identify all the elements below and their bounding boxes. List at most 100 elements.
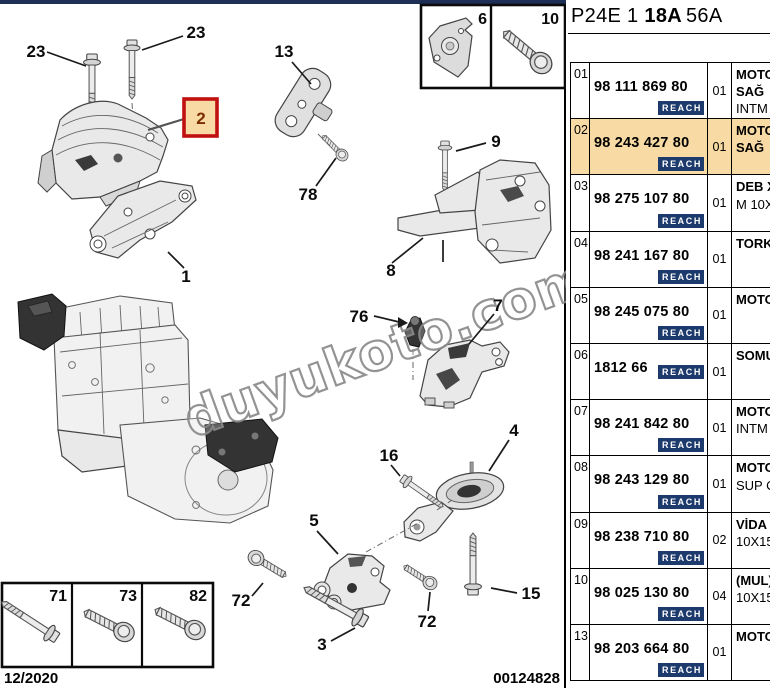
- inset-label-71: 71: [49, 588, 67, 605]
- qty-cell: 04: [708, 568, 732, 624]
- reach-badge[interactable]: REACH: [657, 663, 704, 678]
- description-line: SAĞ: [736, 84, 765, 100]
- inset-box-top: [419, 3, 566, 90]
- callout-2-highlight[interactable]: 2: [182, 97, 219, 138]
- callout-16[interactable]: 16: [380, 446, 399, 465]
- callout-4[interactable]: 4: [509, 421, 519, 440]
- description-line: MOTO: [736, 67, 770, 82]
- part-number: 98 238 710 80: [594, 528, 690, 545]
- mount-part2-group: [37, 39, 197, 259]
- reach-badge[interactable]: REACH: [657, 157, 704, 172]
- part-cell: 98 243 427 80 REACH: [590, 119, 708, 175]
- callout-23-right[interactable]: 23: [187, 23, 206, 42]
- callout-9[interactable]: 9: [491, 132, 500, 151]
- callout-23-left[interactable]: 23: [27, 42, 46, 61]
- reach-badge[interactable]: REACH: [657, 550, 704, 565]
- callout-3[interactable]: 3: [317, 635, 326, 654]
- reach-badge[interactable]: REACH: [657, 325, 704, 340]
- callout-13[interactable]: 13: [275, 42, 294, 61]
- description-cell: MOTO: [732, 625, 770, 680]
- description-line: TORK: [736, 235, 770, 251]
- part-number: 98 275 107 80: [594, 191, 690, 208]
- row-code: 05: [571, 287, 590, 343]
- description-line: MOTO: [736, 460, 770, 476]
- reach-badge[interactable]: REACH: [657, 269, 704, 284]
- callout-7[interactable]: 7: [493, 296, 502, 315]
- row-code: 08: [571, 456, 590, 512]
- row-code: 03: [571, 175, 590, 231]
- page-code-prefix: P24E 1: [571, 5, 639, 27]
- row-code: 04: [571, 231, 590, 287]
- table-row[interactable]: 05 98 245 075 80 REACH 01 MOTO: [571, 287, 770, 344]
- reach-badge[interactable]: REACH: [657, 213, 704, 228]
- reach-badge[interactable]: REACH: [657, 364, 704, 379]
- reach-badge[interactable]: REACH: [657, 101, 704, 116]
- callout-8[interactable]: 8: [386, 261, 395, 280]
- inset-label-10: 10: [541, 11, 559, 28]
- callout-1[interactable]: 1: [181, 267, 190, 286]
- part-number: 98 203 664 80: [594, 640, 690, 657]
- inset-box-bottom: [0, 581, 215, 669]
- part-cell: 98 238 710 80 REACH: [590, 512, 708, 568]
- callout-76[interactable]: 76: [350, 307, 369, 326]
- bracket-part13-group: [274, 67, 351, 164]
- callout-5[interactable]: 5: [309, 511, 318, 530]
- description-line: (MUL): [736, 572, 770, 588]
- diagram-date: 12/2020: [4, 670, 58, 687]
- reach-badge[interactable]: REACH: [657, 494, 704, 509]
- part-number: 98 025 130 80: [594, 584, 690, 601]
- table-row[interactable]: 10 98 025 130 80 REACH 04 (MUL)10X15: [571, 568, 770, 625]
- table-row[interactable]: 13 98 203 664 80 REACH 01 MOTO: [571, 624, 770, 682]
- page-code-suffix: 56A: [686, 5, 723, 27]
- parts-diagram-panel: duyukoto.com 23 23 13 78 9 1 8 76 7 4 16…: [0, 0, 566, 688]
- part-number: 98 241 167 80: [594, 247, 690, 264]
- description-cell: SOMU: [732, 344, 770, 399]
- part-number: 98 241 842 80: [594, 416, 690, 433]
- description-line: SUP C: [736, 477, 770, 493]
- reach-badge[interactable]: REACH: [657, 606, 704, 621]
- callout-78[interactable]: 78: [299, 185, 318, 204]
- page-code-section: 18A: [644, 5, 682, 27]
- callout-leaders: [46, 35, 518, 642]
- row-code: 10: [571, 568, 590, 624]
- qty-cell: 01: [708, 343, 732, 400]
- table-row[interactable]: 04 98 241 167 80 REACH 01 TORK: [571, 231, 770, 288]
- qty-cell: 01: [708, 624, 732, 681]
- callout-72-right[interactable]: 72: [418, 612, 437, 631]
- qty-cell: 02: [708, 512, 732, 568]
- qty-cell: 01: [708, 175, 732, 231]
- inset-label-73: 73: [119, 588, 137, 605]
- engine-bracket-right-dark: [204, 418, 279, 473]
- description-cell: DEB XM 10X: [732, 175, 770, 230]
- support-part8-group: [397, 140, 552, 264]
- description-line: M 10X: [736, 196, 770, 212]
- row-code: 06: [571, 343, 590, 400]
- part-cell: 98 203 664 80 REACH: [590, 624, 708, 681]
- torque-rod-part4-group: [397, 461, 505, 596]
- description-line: SAĞ: [736, 140, 765, 156]
- description-line: INTM: [736, 421, 768, 437]
- table-row[interactable]: 03 98 275 107 80 REACH 01 DEB XM 10X: [571, 175, 770, 232]
- part-cell: 98 111 869 80 REACH: [590, 63, 708, 119]
- row-code: 02: [571, 119, 590, 175]
- table-row[interactable]: 06 1812 66 REACH 01 SOMU: [571, 343, 770, 401]
- description-line: VİDA: [736, 516, 768, 532]
- callout-15[interactable]: 15: [522, 584, 541, 603]
- callout-72-left[interactable]: 72: [232, 591, 251, 610]
- part-number: 1812 66: [594, 359, 648, 376]
- header-divider: [568, 33, 770, 34]
- reach-badge[interactable]: REACH: [657, 438, 704, 453]
- part-cell: 98 025 130 80 REACH: [590, 568, 708, 624]
